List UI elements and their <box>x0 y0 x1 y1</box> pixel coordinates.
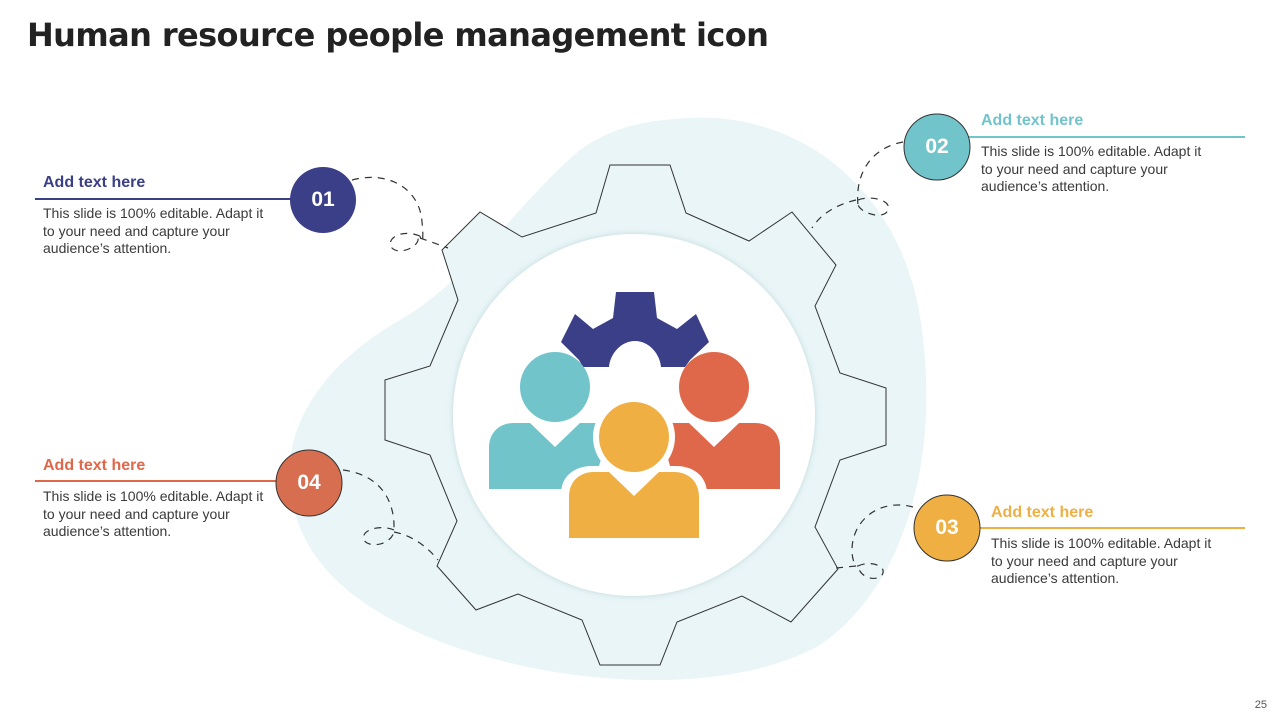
badge-02-circle <box>903 113 971 181</box>
block-04-heading: Add text here <box>43 457 146 474</box>
block-01-heading: Add text here <box>43 174 146 191</box>
text-block-02: Add text here This slide is 100% editabl… <box>981 111 1211 196</box>
block-02-body: This slide is 100% editable. Adapt it to… <box>981 143 1202 194</box>
connector-02 <box>811 141 904 229</box>
dashed-connectors <box>342 141 914 579</box>
block-03-heading: Add text here <box>991 504 1094 521</box>
connector-01 <box>351 176 449 252</box>
block-03-body: This slide is 100% editable. Adapt it to… <box>991 535 1212 586</box>
badge-01-number: 01 <box>311 188 335 211</box>
badge-04-number: 04 <box>297 471 321 494</box>
amber-person-icon <box>569 402 699 538</box>
badge-03-circle <box>913 494 981 562</box>
text-block-03: Add text here This slide is 100% editabl… <box>991 503 1221 588</box>
text-block-04: Add text here This slide is 100% editabl… <box>43 456 273 541</box>
badge-02-number: 02 <box>925 135 949 158</box>
small-gear-icon <box>561 292 709 367</box>
block-02-heading: Add text here <box>981 112 1084 129</box>
slide-title: Human resource people management icon <box>27 16 769 54</box>
connector-04 <box>342 469 439 561</box>
people-with-gear-icon <box>489 292 780 542</box>
badge-03-number: 03 <box>935 516 959 539</box>
badge-01-circle <box>290 167 356 233</box>
connector-03 <box>835 504 914 579</box>
block-01-body: This slide is 100% editable. Adapt it to… <box>43 205 264 256</box>
page-number: 25 <box>1254 699 1267 711</box>
badge-04-circle <box>275 449 343 517</box>
text-block-01: Add text here This slide is 100% editabl… <box>43 173 273 258</box>
block-04-body: This slide is 100% editable. Adapt it to… <box>43 488 264 539</box>
